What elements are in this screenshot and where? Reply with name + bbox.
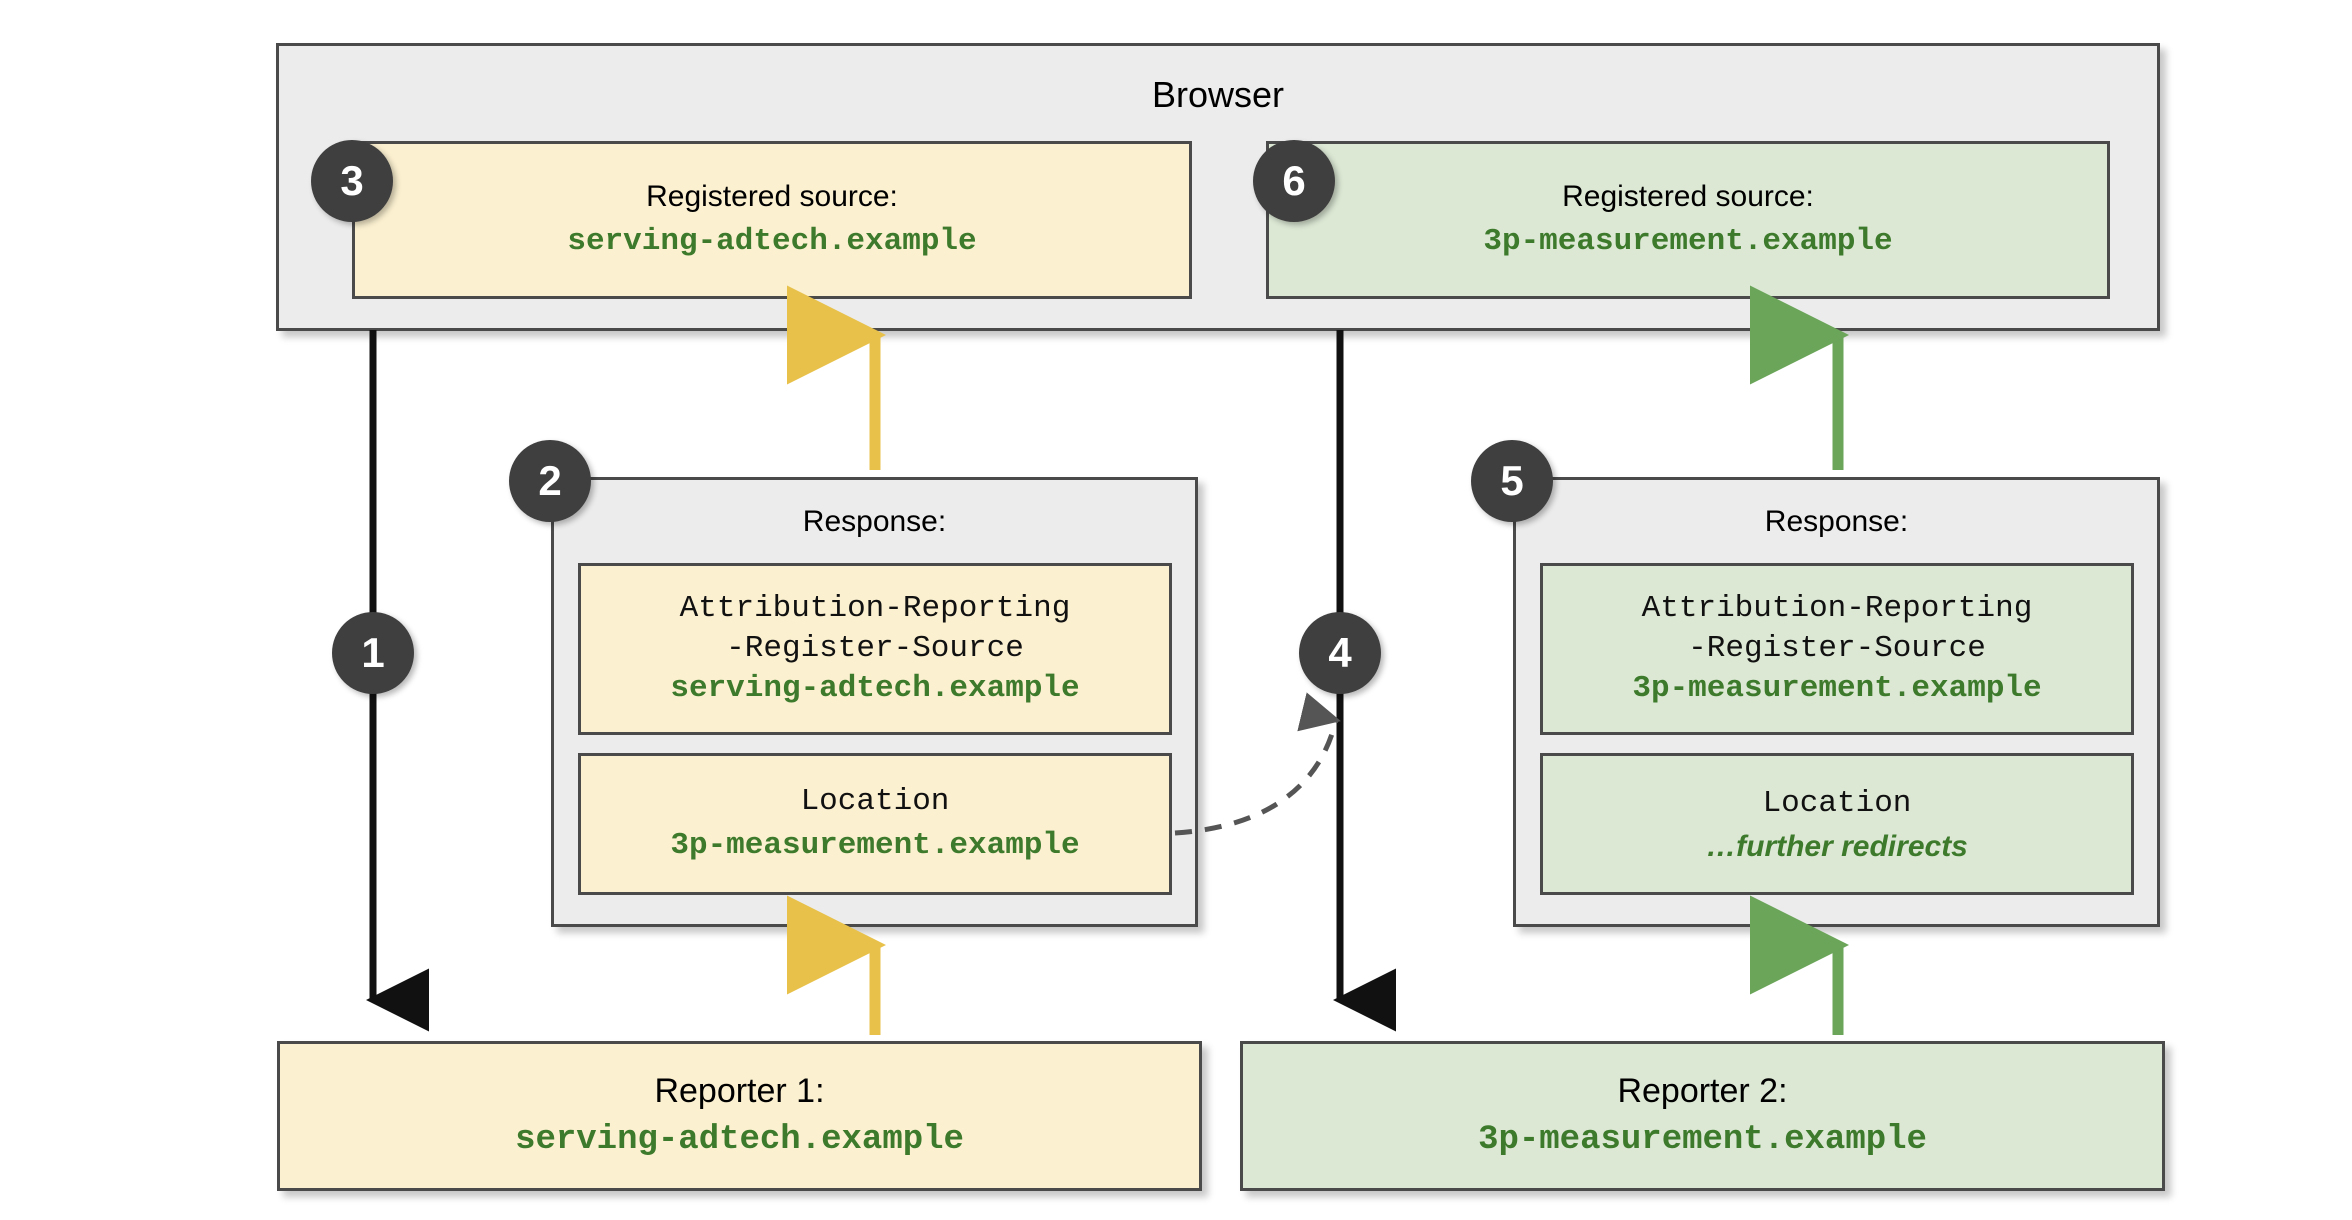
header-value: serving-adtech.example — [670, 671, 1080, 707]
reporter-label-1: Reporter 1: — [654, 1071, 825, 1110]
registered-source-label-1: Registered source: — [646, 180, 898, 214]
response-label-2: Response: — [1764, 505, 1909, 538]
step-badge-5: 5 — [1471, 440, 1553, 522]
header-name-line2: -Register-Source — [726, 630, 1024, 666]
response-2-header-1[interactable]: Attribution-Reporting -Register-Source 3… — [1540, 563, 2134, 735]
step-badge-3: 3 — [311, 140, 393, 222]
registered-source-value-1: serving-adtech.example — [567, 223, 977, 259]
step-badge-1: 1 — [332, 612, 414, 694]
step-badge-6: 6 — [1253, 140, 1335, 222]
browser-title: Browser — [1151, 74, 1285, 115]
header-name-line1: Attribution-Reporting — [679, 590, 1071, 626]
header-value: 3p-measurement.example — [670, 828, 1080, 863]
reporter-box-1[interactable]: Reporter 1: serving-adtech.example — [277, 1041, 1202, 1191]
arrow-redirect-dashed — [1174, 692, 1341, 836]
registered-source-value-2: 3p-measurement.example — [1483, 223, 1893, 259]
reporter-label-2: Reporter 2: — [1617, 1071, 1788, 1110]
step-badge-2: 2 — [509, 440, 591, 522]
registered-source-label-2: Registered source: — [1562, 180, 1814, 214]
reporter-value-1: serving-adtech.example — [515, 1121, 964, 1160]
reporter-value-2: 3p-measurement.example — [1478, 1121, 1927, 1160]
header-name-line1: Attribution-Reporting — [1641, 590, 2033, 626]
header-name-line2: -Register-Source — [1688, 630, 1986, 666]
header-name-line1: Location — [800, 783, 950, 819]
response-1-header-2[interactable]: Location 3p-measurement.example — [578, 753, 1172, 895]
response-1-header-1[interactable]: Attribution-Reporting -Register-Source s… — [578, 563, 1172, 735]
registered-source-box-1[interactable]: Registered source: serving-adtech.exampl… — [352, 141, 1192, 299]
registered-source-box-2[interactable]: Registered source: 3p-measurement.exampl… — [1266, 141, 2110, 299]
header-value: …further redirects — [1706, 830, 1968, 864]
header-value: 3p-measurement.example — [1632, 671, 2042, 707]
response-label-1: Response: — [802, 505, 947, 538]
step-badge-4: 4 — [1299, 612, 1381, 694]
response-2-header-2[interactable]: Location …further redirects — [1540, 753, 2134, 895]
reporter-box-2[interactable]: Reporter 2: 3p-measurement.example — [1240, 1041, 2165, 1191]
header-name-line1: Location — [1762, 785, 1912, 821]
